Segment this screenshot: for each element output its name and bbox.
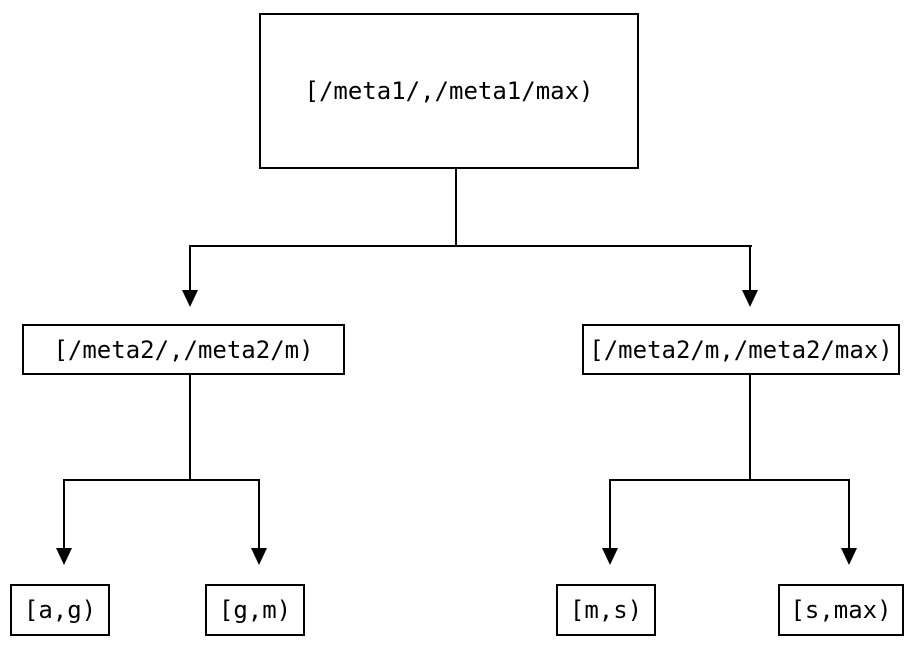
node-leaf-ag-label: [a,g) <box>23 596 97 624</box>
node-meta2-low-interval: [/meta2/,/meta2/m) <box>22 324 345 375</box>
node-meta2-low-label: [/meta2/,/meta2/m) <box>53 335 314 364</box>
connector-root-drop-left <box>189 245 191 290</box>
connector-right-drop-b <box>848 479 850 548</box>
node-leaf-ms-label: [m,s) <box>569 596 643 624</box>
connector-right-bar <box>609 479 850 481</box>
connector-right-drop-a <box>609 479 611 548</box>
node-leaf-gm-label: [g,m) <box>218 596 292 624</box>
connector-left-drop-a <box>63 479 65 548</box>
node-leaf-ag: [a,g) <box>10 584 110 636</box>
node-leaf-gm: [g,m) <box>205 584 305 636</box>
arrowhead-down-icon <box>56 548 72 565</box>
connector-left-drop-b <box>258 479 260 548</box>
arrowhead-down-icon <box>841 548 857 565</box>
node-meta2-high-interval: [/meta2/m,/meta2/max) <box>582 324 900 375</box>
arrowhead-down-icon <box>251 548 267 565</box>
connector-right-stem <box>749 373 751 481</box>
arrowhead-down-icon <box>742 290 758 307</box>
node-root-interval: [/meta1/,/meta1/max) <box>259 13 639 169</box>
arrowhead-down-icon <box>602 548 618 565</box>
connector-root-drop-right <box>749 245 751 290</box>
connector-left-stem <box>189 373 191 481</box>
node-leaf-ms: [m,s) <box>556 584 656 636</box>
connector-root-bar <box>189 245 752 247</box>
node-root-label: [/meta1/,/meta1/max) <box>304 77 594 105</box>
arrowhead-down-icon <box>182 290 198 307</box>
connector-left-bar <box>63 479 260 481</box>
node-meta2-high-label: [/meta2/m,/meta2/max) <box>589 335 893 364</box>
node-leaf-smax-label: [s,max) <box>790 596 892 624</box>
connector-root-stem <box>455 168 457 246</box>
node-leaf-smax: [s,max) <box>778 584 904 636</box>
